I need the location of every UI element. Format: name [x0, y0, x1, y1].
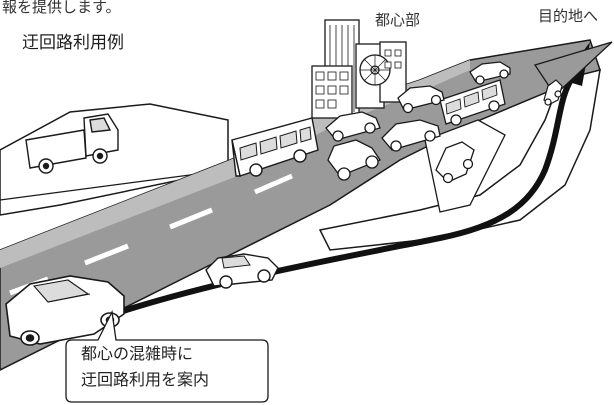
callout-bubble — [65, 309, 269, 403]
bus — [231, 117, 319, 177]
car-ramp — [435, 141, 475, 184]
car-1 — [325, 111, 381, 142]
figure-title: 迂回路利用例 — [22, 33, 124, 53]
callout-line-2: 迂回路利用を案内 — [81, 370, 210, 389]
destination-label: 目的地へ — [538, 7, 599, 25]
side-road — [0, 103, 229, 216]
car-detour — [205, 253, 279, 289]
suv — [327, 139, 381, 181]
truck — [25, 113, 119, 174]
car-detour-far — [543, 79, 563, 106]
user-car — [5, 275, 125, 346]
car-3 — [469, 61, 511, 85]
intro-text-fragment: 報を提供します。 — [2, 0, 121, 16]
city-buildings — [311, 19, 407, 119]
city-center-label: 都心部 — [375, 11, 421, 29]
callout-line-1: 都心の混雑時に — [81, 344, 194, 363]
car-4 — [381, 119, 441, 152]
bus-far — [439, 79, 506, 126]
car-2 — [397, 85, 445, 114]
